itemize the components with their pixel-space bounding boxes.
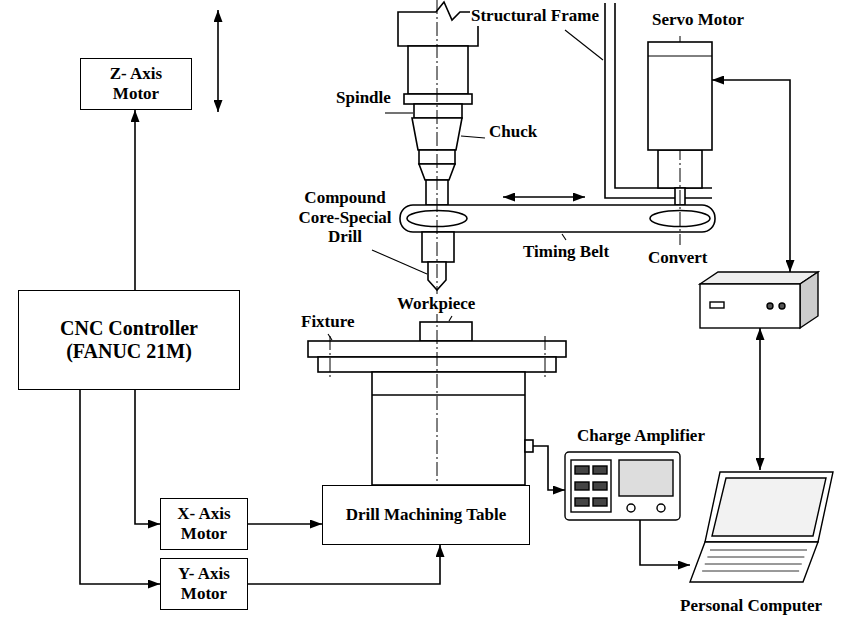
z-motion-arrow <box>217 10 219 112</box>
converter-front <box>700 284 800 328</box>
spindle-ring <box>404 94 472 104</box>
leader-line <box>385 112 413 113</box>
belt-motion-arrow <box>503 196 585 198</box>
connector-arrow <box>248 545 440 584</box>
drawing-part <box>328 30 603 340</box>
structural-frame <box>605 3 712 198</box>
leader-line <box>565 30 603 60</box>
amplifier-button <box>575 482 589 490</box>
amplifier-screen <box>619 460 673 496</box>
servo-body <box>648 42 712 150</box>
converter-port <box>710 302 724 308</box>
keyboard-row <box>707 557 804 558</box>
spindle-body <box>408 46 468 94</box>
leader-line <box>372 250 427 274</box>
dynamometer-connector <box>525 440 533 452</box>
spindle-housing <box>398 2 478 46</box>
motor-box: X- Axis Motor <box>160 498 248 550</box>
servo-motor-drawing <box>648 42 712 150</box>
amplifier-box <box>565 452 680 520</box>
leader-line <box>461 136 485 138</box>
motor-box: Z- Axis Motor <box>80 58 192 110</box>
laptop-base <box>690 542 818 582</box>
laptop-screen <box>705 472 833 542</box>
converter-side <box>800 272 818 328</box>
box-label: Y- Axis Motor <box>169 564 239 603</box>
amplifier-knob <box>627 504 635 512</box>
leader-line <box>562 234 566 240</box>
leader-line <box>449 316 452 321</box>
amplifier-button <box>575 498 589 506</box>
amplifier-button <box>575 466 589 474</box>
dynamometer <box>372 372 525 485</box>
bolt-center-line <box>545 336 546 380</box>
amplifier-button <box>593 466 607 474</box>
dynamometer-line <box>372 394 525 396</box>
connector-arrow <box>759 328 761 470</box>
device-label: Convert <box>648 248 707 268</box>
signal-wire <box>533 446 565 490</box>
center-line <box>437 0 438 484</box>
device-label: Charge Amplifier <box>577 426 705 446</box>
part-label: Fixture <box>300 312 356 332</box>
laptop <box>690 472 833 582</box>
personal-computer: Personal Computer <box>690 470 835 584</box>
connector-arrow <box>80 390 160 584</box>
part-label: Compound Core-Special Drill <box>292 188 398 247</box>
amplifier-button <box>593 498 607 506</box>
converter-device-drawing <box>700 272 818 328</box>
converter-led <box>779 303 785 309</box>
device-label: Servo Motor <box>652 10 744 30</box>
part-label: Chuck <box>488 122 538 142</box>
part-label: Spindle <box>335 88 392 108</box>
amplifier-knob <box>657 504 665 512</box>
timing-belt <box>400 205 715 232</box>
drill-body <box>422 232 454 262</box>
converter-top <box>700 272 818 284</box>
structural-frame-inner <box>615 3 712 188</box>
amplifier-case <box>565 452 680 520</box>
box-label: Drill Machining Table <box>346 505 507 525</box>
part-label: Structural Frame <box>470 6 600 26</box>
keyboard-row <box>702 571 799 572</box>
charge-amplifier: Charge Amplifier <box>565 452 680 520</box>
converter-device: Convert <box>700 272 818 328</box>
keyboard-row <box>705 564 802 565</box>
personal-computer-drawing <box>690 470 835 584</box>
part-label: Timing Belt <box>522 242 610 262</box>
spindle-neck <box>414 104 462 118</box>
amplifier-panel <box>571 460 611 512</box>
controller-box: CNC Controller (FANUC 21M) <box>18 290 240 390</box>
connector-arrow <box>640 520 690 565</box>
connector-arrow <box>134 110 136 290</box>
keyboard-row <box>710 550 807 551</box>
workpiece <box>420 322 472 341</box>
bolt-center-line <box>330 336 331 380</box>
connector-arrow <box>248 523 322 525</box>
box-label: CNC Controller (FANUC 21M) <box>27 317 231 363</box>
connector-arrow <box>712 80 790 272</box>
part-label: Workpiece <box>396 294 476 314</box>
laptop-display <box>712 478 826 536</box>
charge-amplifier-drawing <box>565 452 680 520</box>
motor-box: Y- Axis Motor <box>160 558 248 610</box>
device-label: Personal Computer <box>680 596 822 616</box>
converter-led <box>767 303 773 309</box>
box-label: X- Axis Motor <box>169 504 239 543</box>
converter-box <box>700 272 818 328</box>
servo-cap-line <box>648 56 712 57</box>
table-box: Drill Machining Table <box>322 485 530 545</box>
box-label: Z- Axis Motor <box>89 64 183 103</box>
amplifier-button <box>593 482 607 490</box>
connector-arrow <box>135 390 160 524</box>
servo-motor: Servo Motor <box>648 42 712 150</box>
